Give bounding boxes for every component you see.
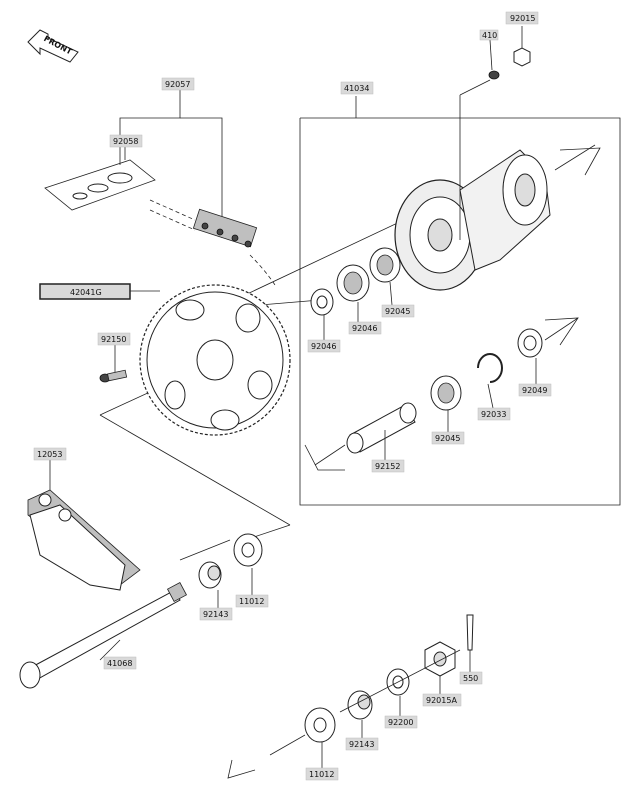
chain-guide xyxy=(27,489,141,591)
svg-text:92143: 92143 xyxy=(203,610,228,619)
svg-text:92200: 92200 xyxy=(388,718,413,727)
seal-left xyxy=(310,288,334,316)
svg-text:92049: 92049 xyxy=(522,386,547,395)
chain-adjuster-lower xyxy=(304,707,336,743)
label-11012-upper: 11012 xyxy=(235,594,269,608)
label-92143-lower: 92143 xyxy=(345,737,379,751)
label-92049: 92049 xyxy=(518,383,552,397)
hub-assembly-frame xyxy=(299,117,621,506)
svg-text:92015: 92015 xyxy=(510,14,535,23)
sprocket-bolt xyxy=(99,369,128,383)
circlip xyxy=(477,353,503,383)
bearing-middle xyxy=(336,264,370,302)
svg-text:550: 550 xyxy=(463,674,478,683)
label-11012-lower: 11012 xyxy=(305,767,339,781)
label-92046-middle: 92046 xyxy=(348,321,382,335)
svg-text:92143: 92143 xyxy=(349,740,374,749)
svg-text:92045: 92045 xyxy=(435,434,460,443)
label-12053: 12053 xyxy=(33,447,67,461)
label-92046-left: 92046 xyxy=(307,339,341,353)
label-92200: 92200 xyxy=(384,715,418,729)
chain-master-link xyxy=(44,159,156,211)
svg-text:92150: 92150 xyxy=(101,335,126,344)
cotter-pin xyxy=(466,614,474,651)
label-92152: 92152 xyxy=(371,459,405,473)
label-41068: 41068 xyxy=(103,656,137,670)
axle-nut xyxy=(424,641,456,677)
label-92045-lower: 92045 xyxy=(431,431,465,445)
label-42041g: 42041G xyxy=(39,283,131,300)
label-410: 410 xyxy=(479,29,499,41)
chain-adjuster-upper xyxy=(233,533,263,567)
svg-text:42041G: 42041G xyxy=(70,288,102,297)
svg-text:410: 410 xyxy=(482,31,497,40)
svg-text:92015A: 92015A xyxy=(426,696,457,705)
bearing-lower xyxy=(430,375,462,411)
label-92015a: 92015A xyxy=(422,693,462,707)
rear-hub xyxy=(394,149,551,291)
svg-text:11012: 11012 xyxy=(309,770,334,779)
label-92058: 92058 xyxy=(109,134,143,148)
axle-collar-lower xyxy=(347,690,373,720)
drive-chain xyxy=(149,199,276,286)
label-92143-upper: 92143 xyxy=(199,607,233,621)
label-92033: 92033 xyxy=(477,407,511,421)
hub-washer xyxy=(488,70,500,80)
svg-text:92152: 92152 xyxy=(375,462,400,471)
label-550: 550 xyxy=(459,671,483,685)
svg-text:92045: 92045 xyxy=(385,307,410,316)
axle-collar-upper xyxy=(198,561,222,589)
label-92015: 92015 xyxy=(505,11,539,25)
hub-nut xyxy=(513,47,531,67)
spacer-collar xyxy=(346,402,417,454)
label-41034: 41034 xyxy=(340,81,374,95)
bearing-upper xyxy=(369,247,401,283)
rear-sprocket xyxy=(139,284,291,436)
svg-text:11012: 11012 xyxy=(239,597,264,606)
svg-text:92057: 92057 xyxy=(165,80,190,89)
label-92057: 92057 xyxy=(161,77,195,91)
svg-text:41068: 41068 xyxy=(107,659,132,668)
svg-text:92046: 92046 xyxy=(352,324,377,333)
rear-axle xyxy=(19,581,188,689)
label-92150: 92150 xyxy=(97,332,131,346)
front-direction-marker: FRONT xyxy=(27,29,79,63)
svg-text:92046: 92046 xyxy=(311,342,336,351)
seal-right xyxy=(517,328,543,358)
label-92045-upper: 92045 xyxy=(381,304,415,318)
svg-text:41034: 41034 xyxy=(344,84,369,93)
svg-text:12053: 12053 xyxy=(37,450,62,459)
svg-text:92058: 92058 xyxy=(113,137,138,146)
svg-text:92033: 92033 xyxy=(481,410,506,419)
